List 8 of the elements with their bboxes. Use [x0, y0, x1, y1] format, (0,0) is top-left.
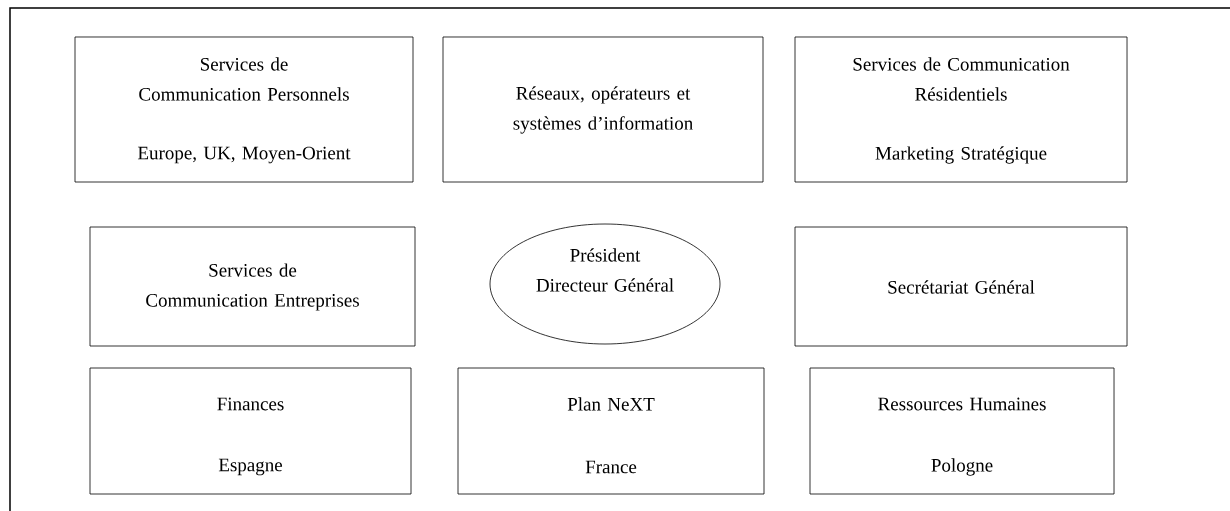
department-box: Services de Communication Résidentiels Marketing Stratégique: [794, 36, 1128, 183]
department-box: Services de Communication Entreprises: [89, 226, 416, 347]
department-box: Finances Espagne: [89, 367, 412, 495]
department-box: Plan NeXT France: [457, 367, 765, 495]
department-box: Réseaux, opérateurs et systèmes d’information: [442, 36, 764, 183]
department-box: Secrétariat Général: [794, 226, 1128, 347]
department-box: Services de Communication Personnels Europe, UK, Moyen-Orient: [74, 36, 414, 183]
department-box: Ressources Humaines Pologne: [809, 367, 1115, 495]
